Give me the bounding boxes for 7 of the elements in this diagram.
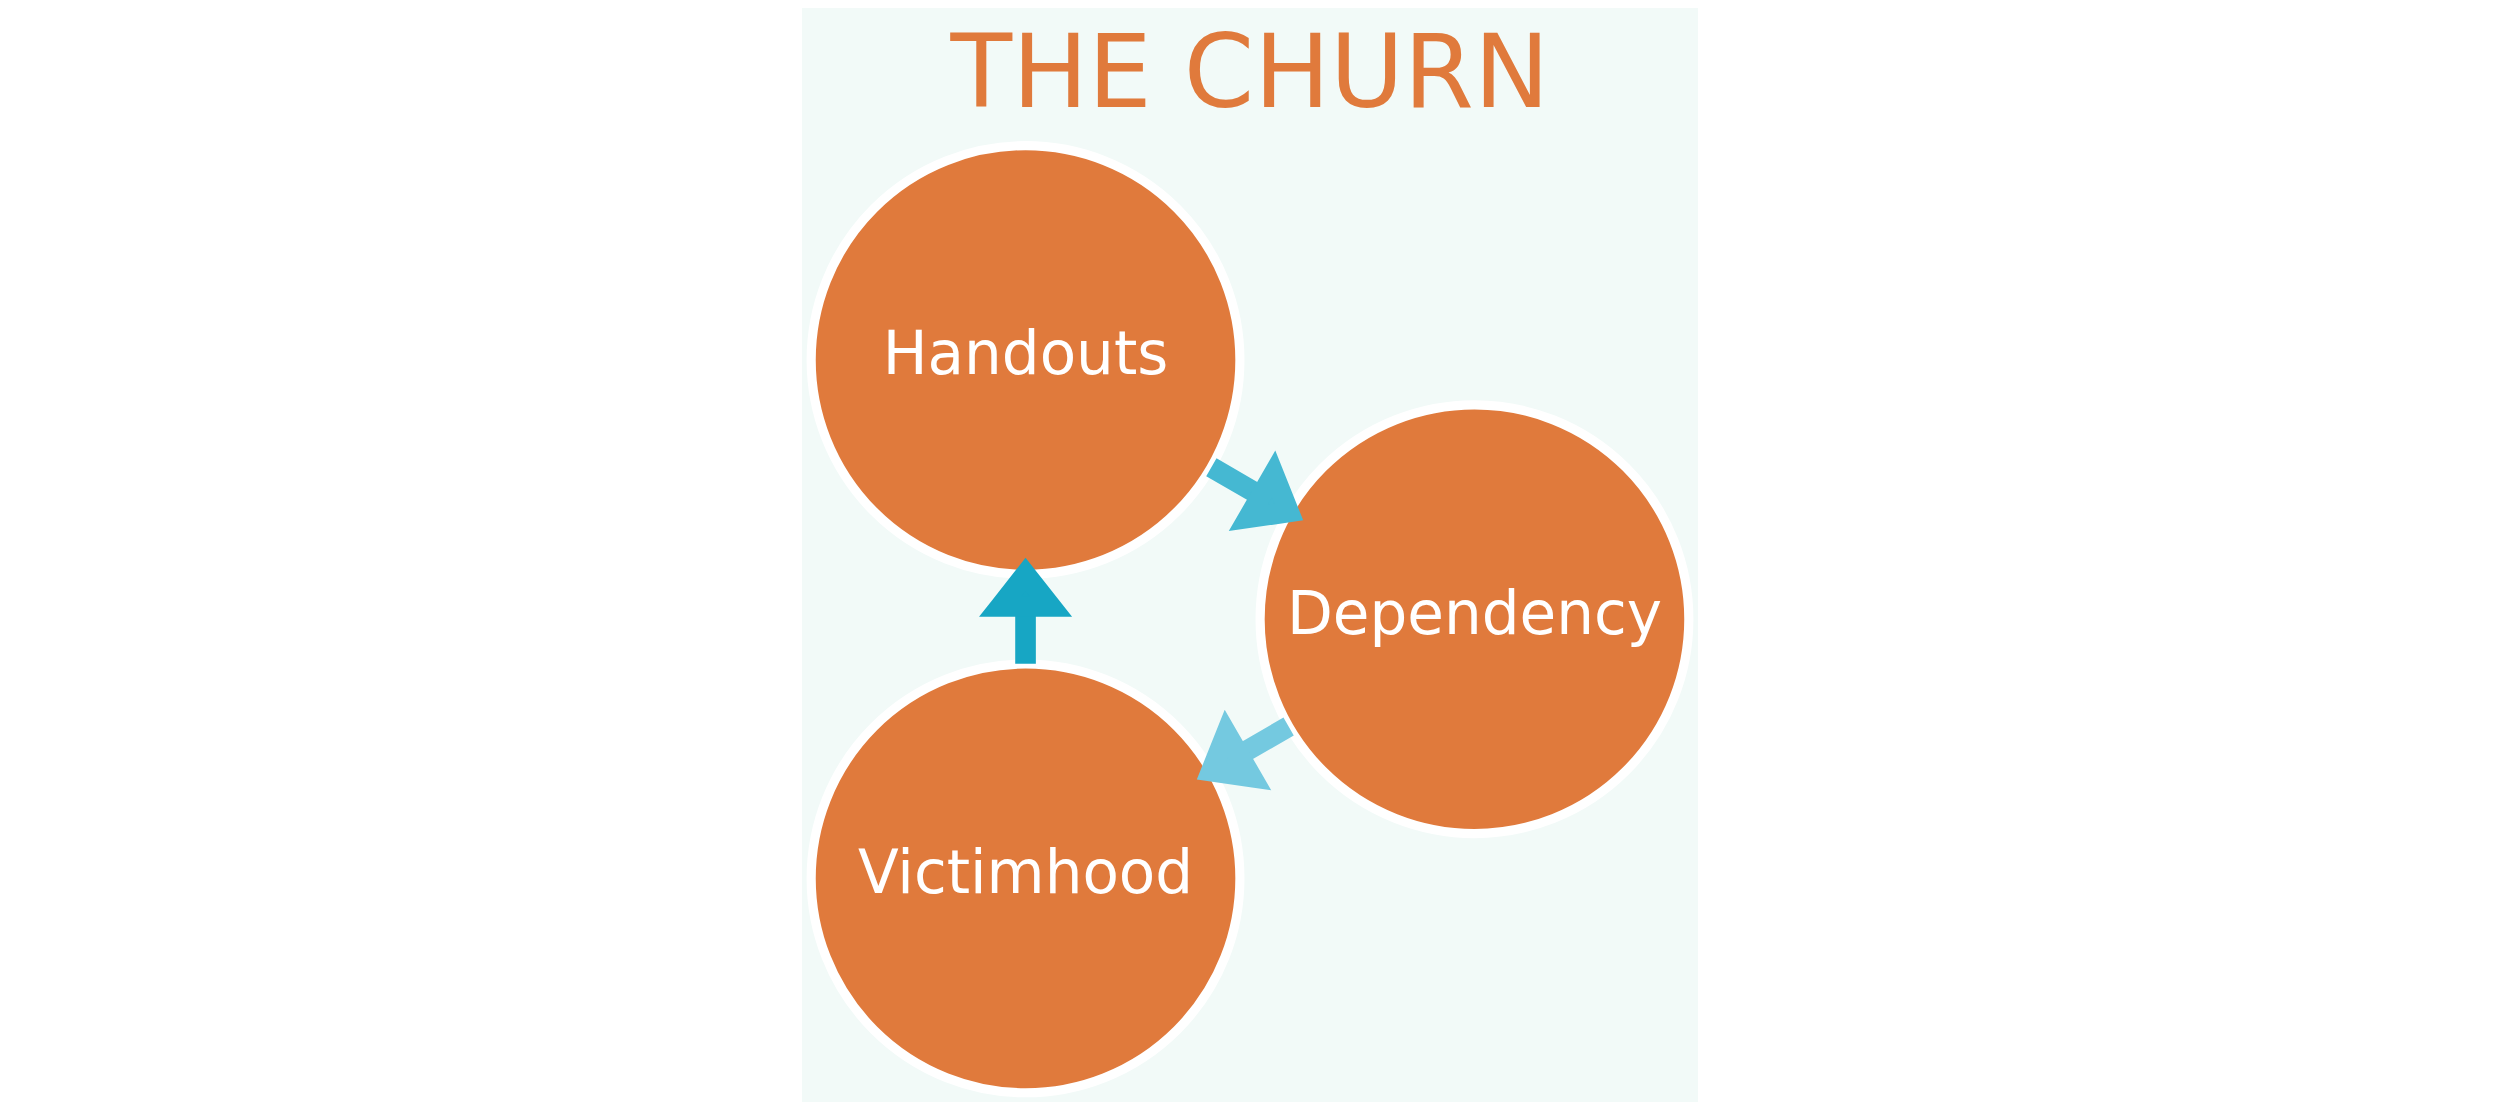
diagram-title: THE CHURN xyxy=(950,13,1550,132)
arrow xyxy=(979,557,1073,664)
node-circle: Victimhood xyxy=(806,659,1245,1098)
arrow xyxy=(1206,450,1304,532)
node-circle: Dependency xyxy=(1255,400,1694,839)
node-circle: Handouts xyxy=(806,141,1245,579)
arrow xyxy=(1196,709,1294,791)
